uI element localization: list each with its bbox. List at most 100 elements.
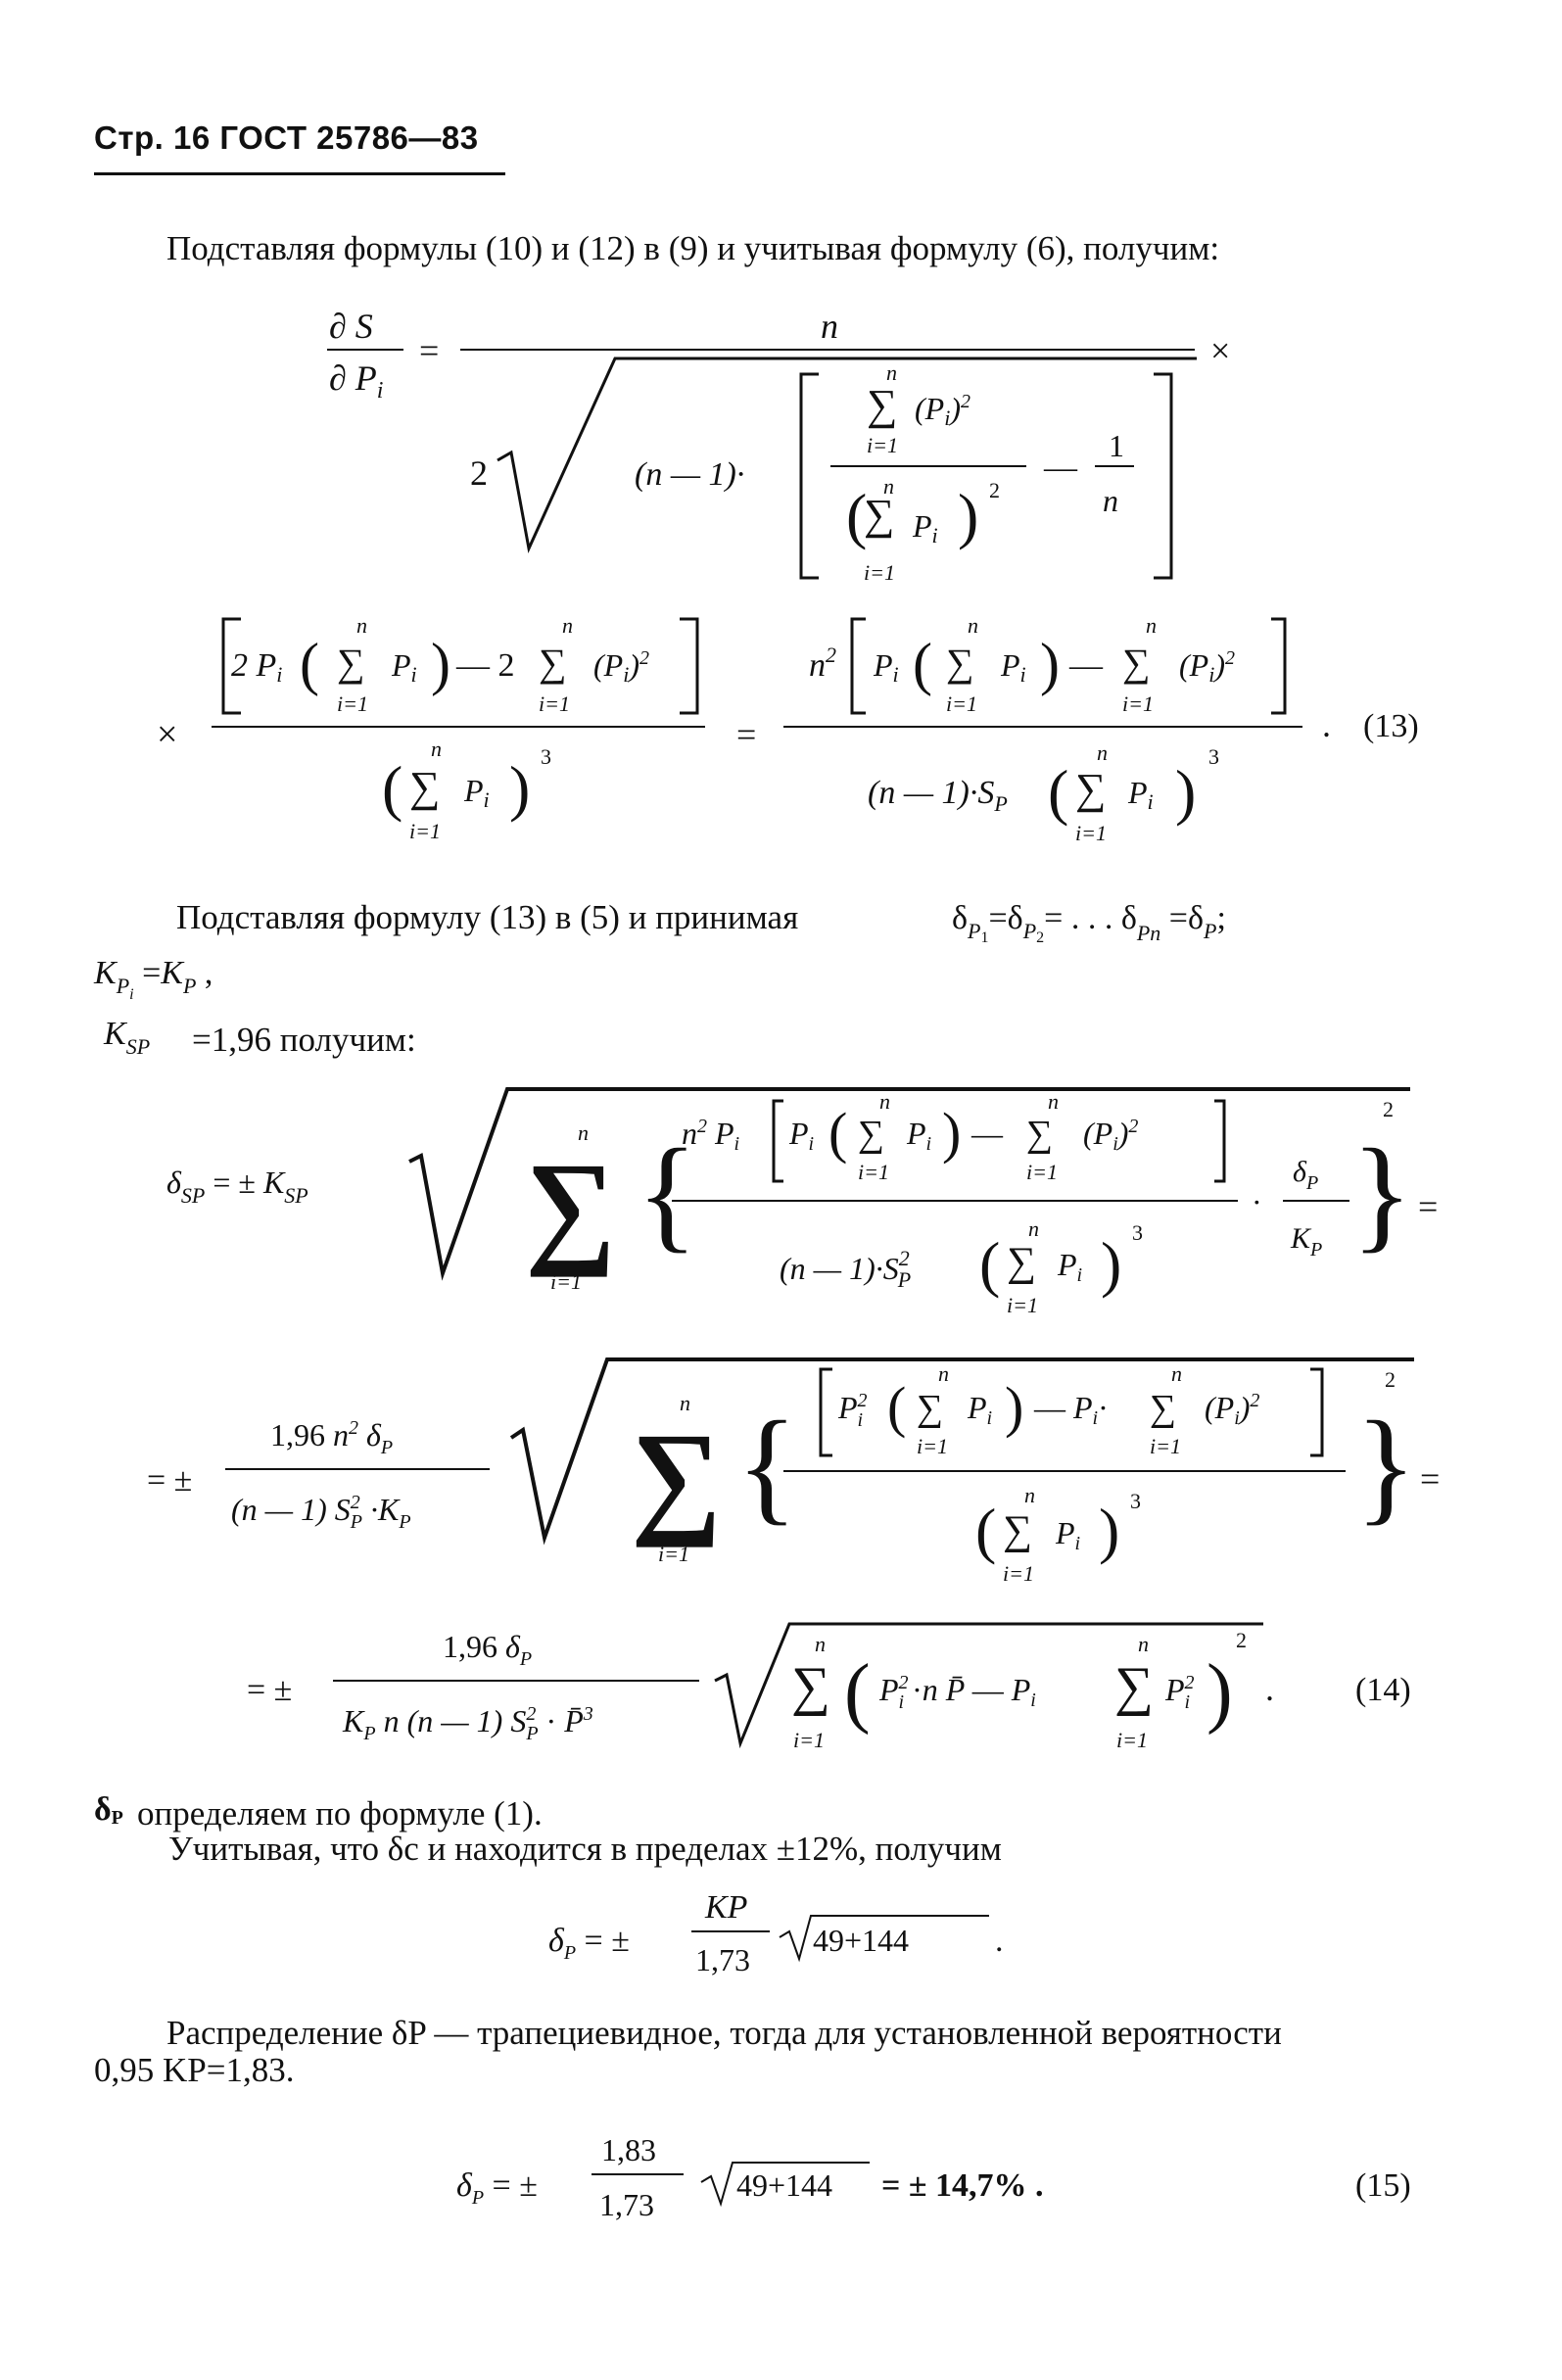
svg-text:(: ( <box>382 753 402 823</box>
svg-text:i=1: i=1 <box>550 1269 582 1294</box>
svg-text:i=1: i=1 <box>1150 1434 1181 1458</box>
svg-text:i=1: i=1 <box>1007 1293 1038 1317</box>
svg-text:=: = <box>419 331 439 370</box>
svg-text:(n — 1) S2P ·KP: (n — 1) S2P ·KP <box>231 1492 411 1533</box>
svg-text:i=1: i=1 <box>1075 821 1107 845</box>
svg-text:n: n <box>883 474 894 499</box>
svg-text:n: n <box>1146 613 1157 638</box>
svg-text:1,96 δP: 1,96 δP <box>443 1629 532 1670</box>
svg-text:i=1: i=1 <box>1116 1728 1148 1752</box>
svg-text:.: . <box>1265 1669 1274 1708</box>
svg-text:δP = ±: δP = ± <box>548 1923 630 1964</box>
svg-text:}: } <box>1351 1123 1412 1264</box>
svg-text:n: n <box>821 307 838 346</box>
svg-text:n: n <box>1103 483 1118 518</box>
svg-text:— 2: — 2 <box>455 647 515 684</box>
page-header: Стр. 16 ГОСТ 25786—83 <box>94 119 479 156</box>
svg-text:n: n <box>1048 1089 1059 1114</box>
svg-text:(: ( <box>887 1375 906 1439</box>
paragraph-2: Подставляя формулу (13) в (5) и принимая <box>176 898 799 936</box>
svg-text:— Pi·: — Pi· <box>1033 1390 1109 1429</box>
svg-text:∑: ∑ <box>337 641 365 685</box>
svg-text:{: { <box>637 1123 697 1264</box>
svg-text:n: n <box>680 1391 690 1415</box>
paragraph-3: определяем по формуле (1). <box>137 1794 543 1833</box>
equation-13-number: (13) <box>1363 708 1419 744</box>
svg-text:(: ( <box>975 1496 996 1565</box>
svg-text:): ) <box>1207 1649 1233 1736</box>
svg-text:i=1: i=1 <box>1026 1160 1058 1184</box>
svg-text:3: 3 <box>541 744 551 769</box>
svg-text:): ) <box>1005 1375 1023 1439</box>
svg-text:δP = ±: δP = ± <box>456 2167 538 2209</box>
svg-text:∑: ∑ <box>791 1656 830 1717</box>
svg-text:): ) <box>958 481 978 550</box>
svg-text:×: × <box>1210 331 1230 370</box>
svg-text:1: 1 <box>1109 428 1124 463</box>
svg-text:= ±: = ± <box>147 1462 192 1499</box>
paragraph-5b: 0,95 KP=1,83. <box>94 2051 295 2089</box>
svg-text:i=1: i=1 <box>793 1728 825 1752</box>
svg-text:2: 2 <box>1385 1367 1396 1392</box>
svg-text:∑: ∑ <box>858 1114 884 1155</box>
svg-text:i=1: i=1 <box>409 819 441 843</box>
svg-text:∑: ∑ <box>867 381 897 429</box>
svg-text:1,73: 1,73 <box>695 1942 750 1977</box>
svg-text:i=1: i=1 <box>1003 1561 1034 1586</box>
svg-text:i=1: i=1 <box>858 1160 889 1184</box>
svg-text:(: ( <box>846 481 867 550</box>
svg-text:n: n <box>1028 1216 1039 1241</box>
svg-text:P2i: P2i <box>837 1390 868 1431</box>
svg-text:n: n <box>1138 1632 1149 1656</box>
svg-text:= ±: = ± <box>247 1672 292 1708</box>
svg-text:1,73: 1,73 <box>599 2187 654 2222</box>
svg-text:(n — 1)·: (n — 1)· <box>635 456 744 493</box>
svg-text:∑: ∑ <box>1114 1656 1154 1717</box>
svg-text:.: . <box>1322 705 1331 744</box>
svg-text:—: — <box>1068 647 1104 684</box>
svg-text:n: n <box>578 1120 589 1145</box>
svg-text:3: 3 <box>1130 1489 1141 1513</box>
svg-text:.: . <box>995 1923 1004 1959</box>
svg-text:(n — 1)·SP: (n — 1)·SP <box>868 775 1008 816</box>
svg-text:3: 3 <box>1132 1220 1143 1245</box>
svg-text:n: n <box>968 613 978 638</box>
svg-text:i=1: i=1 <box>337 691 368 716</box>
svg-text:i=1: i=1 <box>946 691 977 716</box>
svg-text:n: n <box>815 1632 826 1656</box>
svg-text:∂ Pi: ∂ Pi <box>329 358 383 404</box>
svg-text:): ) <box>509 753 530 823</box>
paragraph-5: Распределение δP — трапециевидное, тогда… <box>166 2014 1282 2052</box>
svg-text:1,83: 1,83 <box>601 2132 656 2167</box>
svg-text:∑: ∑ <box>946 641 974 685</box>
svg-text:∑: ∑ <box>539 641 567 685</box>
svg-text:): ) <box>431 632 450 696</box>
svg-text:(: ( <box>300 632 319 696</box>
svg-text:∑: ∑ <box>917 1388 943 1429</box>
svg-text:n: n <box>562 613 573 638</box>
svg-text:): ) <box>1099 1496 1119 1565</box>
svg-text:1,96 n2 δP: 1,96 n2 δP <box>270 1417 393 1458</box>
svg-text:i=1: i=1 <box>1122 691 1154 716</box>
svg-text:2 Pi: 2 Pi <box>231 647 282 687</box>
svg-text:= ± 14,7% .: = ± 14,7% . <box>881 2167 1044 2204</box>
svg-text:n: n <box>1097 740 1108 765</box>
svg-text:KP n (n — 1) S2P · P̄3: KP n (n — 1) S2P · P̄3 <box>342 1703 593 1744</box>
svg-text:n: n <box>879 1089 890 1114</box>
svg-text:(: ( <box>979 1229 1000 1299</box>
svg-text:KP: KP <box>704 1889 747 1926</box>
svg-text:—: — <box>1043 450 1078 486</box>
svg-text:49+144: 49+144 <box>736 2167 832 2203</box>
svg-text:2: 2 <box>1236 1628 1247 1652</box>
svg-text:i=1: i=1 <box>864 560 895 585</box>
paragraph-2-ks: =1,96 получим: <box>192 1021 416 1059</box>
equation-14-number: (14) <box>1355 1672 1411 1708</box>
svg-text:∑: ∑ <box>1075 765 1106 813</box>
svg-text:∑: ∑ <box>631 1407 722 1548</box>
svg-text:=: = <box>736 715 756 754</box>
svg-text:n: n <box>886 360 897 385</box>
